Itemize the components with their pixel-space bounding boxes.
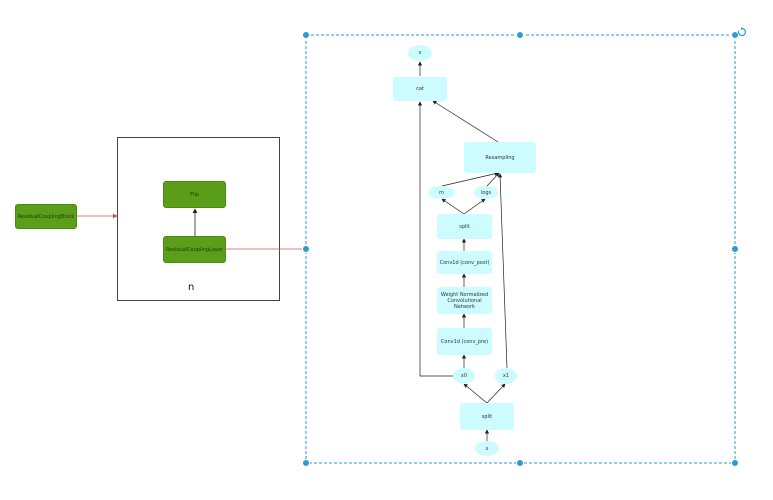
residual-coupling-block-node[interactable]: ResidualCouplingBlock bbox=[15, 204, 77, 229]
split-bottom-node[interactable]: split bbox=[460, 403, 514, 430]
edge-x1-to-resampling bbox=[498, 173, 508, 369]
repeat-frame[interactable] bbox=[117, 137, 280, 301]
output-x-node[interactable]: x bbox=[408, 45, 432, 61]
edge-m-to-resampling bbox=[441, 171, 499, 187]
x1-label: x1 bbox=[502, 373, 510, 379]
split-top-node[interactable]: split bbox=[437, 214, 492, 239]
output-x-label: x bbox=[418, 50, 422, 56]
conv-pre-label: Conv1d (conv_pre) bbox=[440, 338, 489, 345]
input-x-node[interactable]: x bbox=[475, 441, 499, 456]
edge-x0-to-cat bbox=[417, 101, 455, 377]
wn-node[interactable]: Weight Normalized Convolutional Network bbox=[437, 287, 492, 314]
resampling-label: Resampling bbox=[485, 154, 515, 161]
conv-post-label: Conv1d (conv_post) bbox=[439, 259, 490, 266]
edge-logs-to-resampling bbox=[486, 172, 500, 187]
split-bottom-label: split bbox=[481, 413, 493, 420]
wn-label-line2: Convolutional Network bbox=[447, 297, 482, 310]
selection-handle-top-left[interactable] bbox=[302, 31, 310, 39]
edge-split-to-x1 bbox=[486, 383, 506, 404]
edge-resampling-to-cat bbox=[432, 100, 499, 143]
m-label: m bbox=[439, 189, 444, 196]
conv-pre-node[interactable]: Conv1d (conv_pre) bbox=[437, 328, 492, 355]
residual-coupling-block-label: ResidualCouplingBlock bbox=[17, 213, 75, 220]
selection-box bbox=[305, 34, 736, 464]
selection-handle-bottom-right[interactable] bbox=[731, 459, 739, 467]
selection-handle-bottom[interactable] bbox=[516, 459, 524, 467]
flip-label: Flip bbox=[190, 191, 199, 198]
edge-split-to-logs bbox=[463, 198, 486, 215]
x0-node[interactable]: x0 bbox=[453, 368, 475, 384]
logs-label: logs bbox=[480, 189, 492, 196]
selection-handle-bottom-left[interactable] bbox=[302, 459, 310, 467]
cat-node[interactable]: cat bbox=[393, 77, 447, 101]
x1-node[interactable]: x1 bbox=[495, 368, 517, 384]
selection-handle-top[interactable] bbox=[516, 31, 524, 39]
edge-split-to-x0 bbox=[463, 383, 488, 404]
split-top-label: split bbox=[459, 223, 470, 230]
resampling-node[interactable]: Resampling bbox=[464, 142, 536, 173]
residual-coupling-layer-label: ResidualCouplingLayer bbox=[165, 246, 224, 253]
flip-node[interactable]: Flip bbox=[163, 181, 226, 208]
logs-node[interactable]: logs bbox=[474, 186, 498, 199]
input-x-label: x bbox=[485, 445, 489, 452]
selection-handle-top-right[interactable] bbox=[731, 31, 739, 39]
residual-coupling-layer-node[interactable]: ResidualCouplingLayer bbox=[163, 236, 226, 263]
edge-split-to-m bbox=[441, 198, 465, 215]
x0-label: x0 bbox=[460, 373, 468, 379]
rotate-icon[interactable] bbox=[737, 22, 747, 37]
selection-handle-right[interactable] bbox=[731, 245, 739, 253]
m-node[interactable]: m bbox=[428, 186, 455, 199]
wn-label-line1: Weight Normalized bbox=[440, 291, 489, 298]
conv-post-node[interactable]: Conv1d (conv_post) bbox=[437, 251, 492, 274]
repeat-count-label: n bbox=[188, 282, 195, 293]
cat-label: cat bbox=[416, 86, 424, 92]
selection-handle-left[interactable] bbox=[302, 245, 310, 253]
